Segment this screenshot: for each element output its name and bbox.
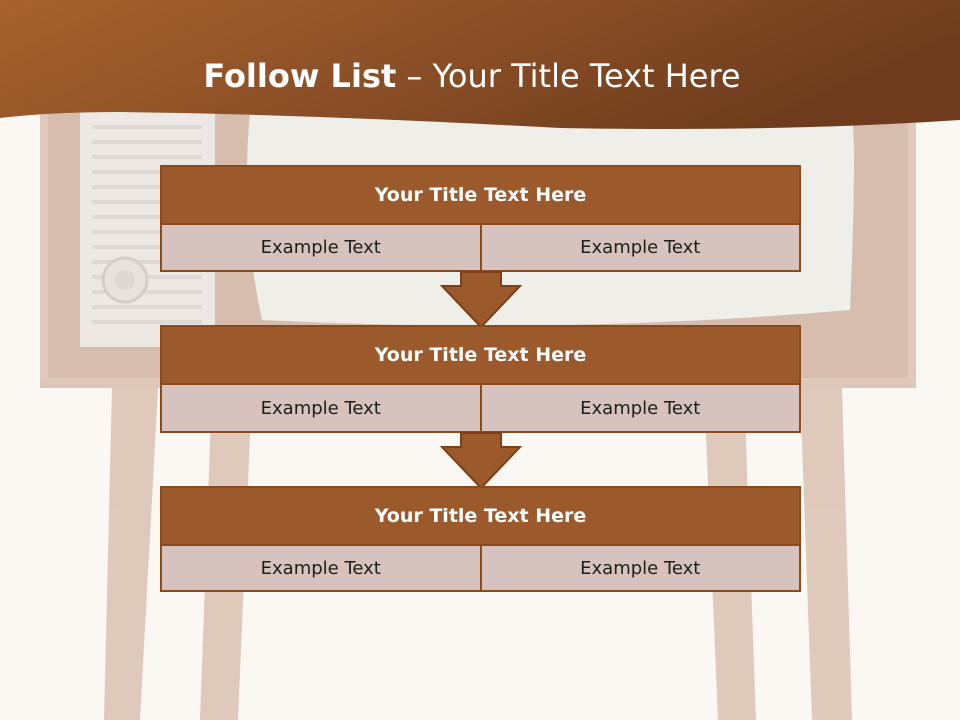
step-row: Example Text Example Text — [162, 546, 799, 590]
step-title: Your Title Text Here — [162, 488, 799, 546]
step-title: Your Title Text Here — [162, 167, 799, 225]
down-arrow-icon — [439, 432, 523, 490]
step-cell-left: Example Text — [260, 397, 381, 419]
down-arrow-icon — [439, 271, 523, 329]
step-box-1: Your Title Text Here Example Text Exampl… — [160, 165, 801, 272]
step-title: Your Title Text Here — [162, 327, 799, 385]
step-cell-right: Example Text — [479, 225, 800, 270]
step-cell-left: Example Text — [260, 237, 381, 258]
step-cell-right: Example Text — [479, 546, 800, 590]
step-row: Example Text Example Text — [162, 225, 799, 270]
step-box-2: Your Title Text Here Example Text Exampl… — [160, 325, 801, 433]
header-banner — [0, 0, 960, 129]
page-title: Follow List – Your Title Text Here — [0, 52, 944, 100]
step-row: Example Text Example Text — [162, 385, 799, 431]
step-cell-left: Example Text — [260, 557, 381, 579]
step-cell-right: Example Text — [479, 385, 800, 431]
title-bold: Follow List — [203, 57, 397, 95]
step-box-3: Your Title Text Here Example Text Exampl… — [160, 486, 801, 592]
title-rest: – Your Title Text Here — [396, 57, 741, 95]
